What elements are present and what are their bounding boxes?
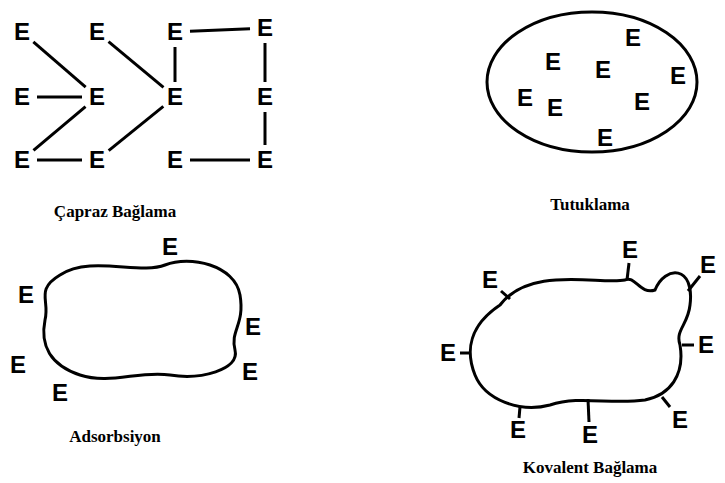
covalent-bond-stem (588, 399, 589, 422)
enzyme-letter: E (167, 148, 183, 172)
cross-link-line (264, 43, 267, 82)
enzyme-letter: E (52, 381, 68, 405)
cross-link-line (109, 42, 164, 88)
enzyme-letter: E (167, 85, 183, 109)
enzyme-letter: E (18, 283, 34, 307)
enzyme-letter: E (10, 353, 26, 377)
enzyme-letter: E (700, 253, 716, 277)
covalent-bond-stem (682, 344, 694, 347)
carrier-outline (44, 261, 241, 378)
enzyme-letter: E (595, 58, 611, 82)
carrier-outline (0, 235, 265, 407)
enzyme-letter: E (634, 90, 650, 114)
enzyme-letter: E (517, 86, 533, 110)
enzyme-letter: E (167, 20, 183, 44)
enzyme-letter: E (257, 148, 273, 172)
enzyme-letter: E (698, 333, 714, 357)
covalent-bond-stem (688, 276, 700, 291)
enzyme-letter: E (89, 20, 105, 44)
enzyme-letter: E (14, 85, 30, 109)
enzyme-letter: E (14, 148, 30, 172)
enzyme-letter: E (622, 238, 638, 262)
enzyme-letter: E (245, 315, 261, 339)
cross-link-line (190, 159, 250, 162)
enzyme-letter: E (257, 85, 273, 109)
carrier-outline (485, 10, 700, 158)
cross-link-line (37, 96, 82, 99)
enzyme-letter: E (625, 26, 641, 50)
method-caption: Kovalent Bağlama (523, 459, 658, 478)
cross-link-line (264, 112, 267, 145)
capsule-outline (487, 12, 697, 152)
enzyme-letter: E (482, 268, 498, 292)
cross-link-line (190, 29, 250, 32)
carrier-outline (470, 273, 690, 408)
enzyme-letter: E (440, 341, 456, 365)
covalent-bond-stem (501, 291, 510, 299)
method-caption: Çapraz Bağlama (54, 203, 176, 222)
enzyme-letter: E (242, 360, 258, 384)
covalent-bond-stem (460, 352, 470, 355)
adsorption-carrier: EEEEEE (0, 235, 265, 407)
cross-link-line (37, 159, 82, 162)
enzyme-letter: E (14, 20, 30, 44)
cross-link-line (109, 106, 164, 150)
enzyme-letter: E (547, 96, 563, 120)
enzyme-letter: E (545, 50, 561, 74)
covalent-bond-stem (627, 263, 629, 280)
enzyme-letter: E (162, 235, 178, 259)
cross-link-line (33, 42, 85, 87)
cross-link-line (33, 107, 85, 151)
enzyme-letter: E (89, 148, 105, 172)
enzyme-letter: E (257, 16, 273, 40)
enzyme-letter: E (672, 408, 688, 432)
enzyme-letter: E (510, 418, 526, 442)
enzyme-letter: E (582, 423, 598, 447)
method-caption: Tutuklama (550, 196, 630, 215)
covalent-bond-stem (519, 407, 520, 418)
covalent-carrier: E E E E E E E E (430, 235, 720, 450)
covalent-bond-stem (662, 397, 670, 407)
method-caption: Adsorbsiyon (69, 428, 161, 447)
entrapment-capsule: EEEEEEEE (485, 10, 700, 158)
enzyme-letter: E (89, 85, 105, 109)
cross-link-line (174, 47, 177, 82)
enzyme-letter: E (597, 126, 613, 150)
enzyme-letter: E (670, 64, 686, 88)
